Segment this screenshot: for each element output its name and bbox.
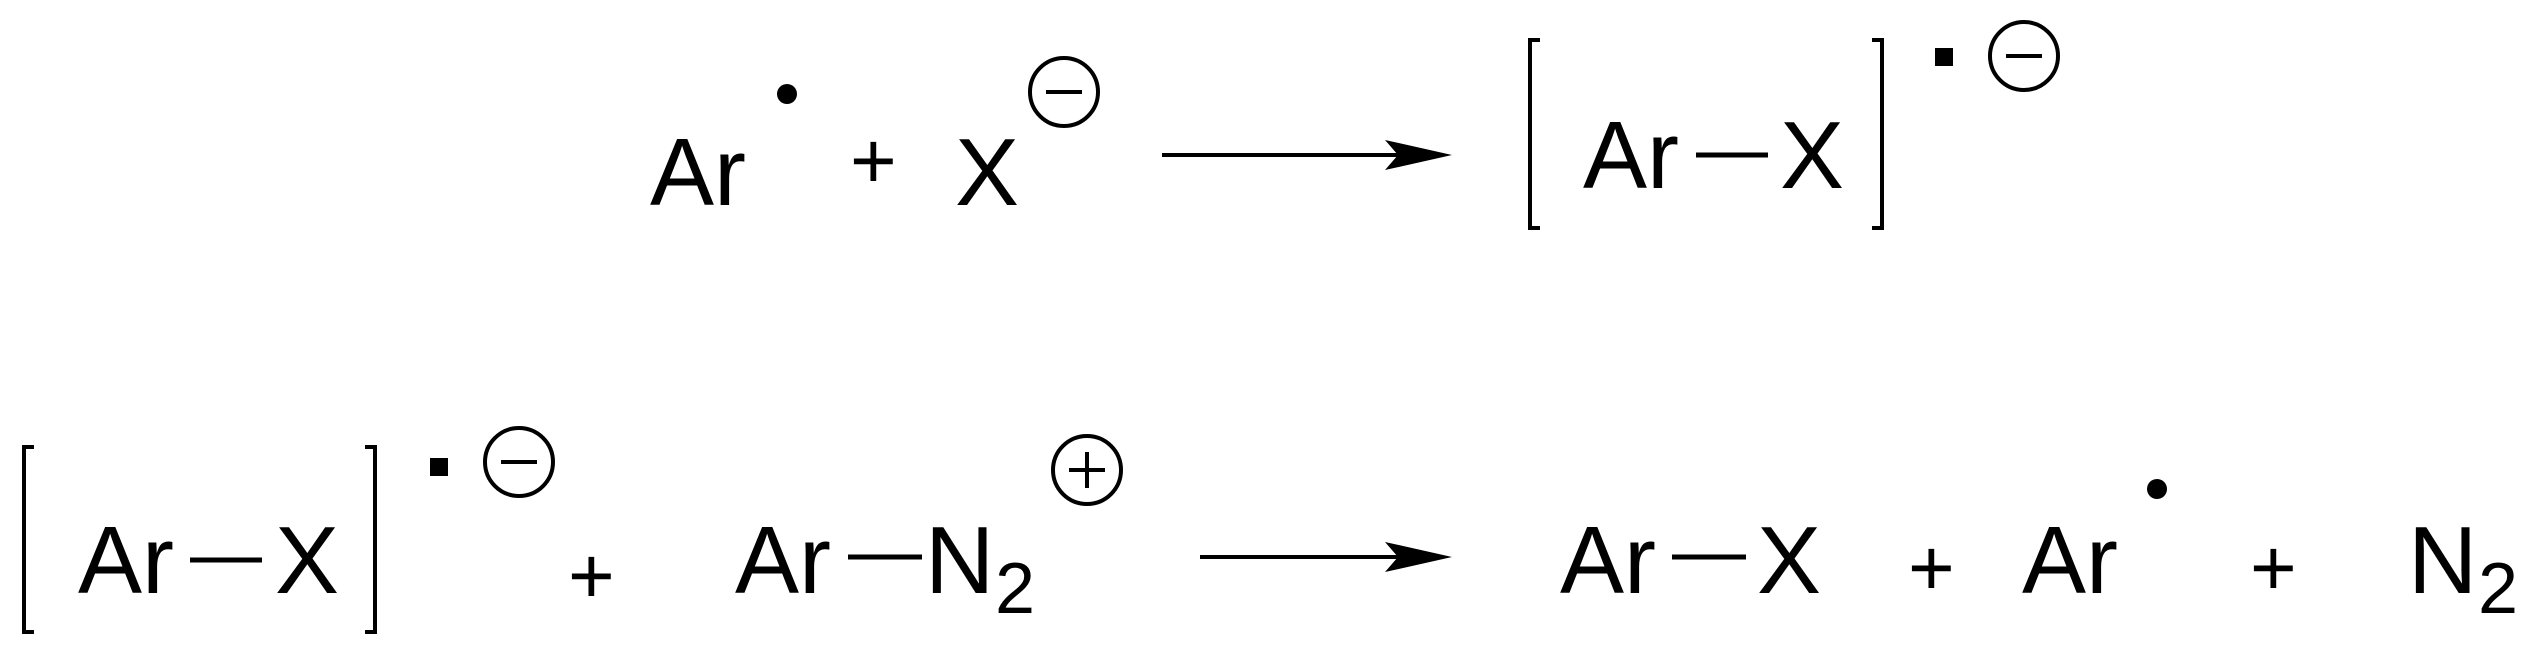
negative-charge-icon [1988, 20, 2060, 92]
radical-square-icon [430, 458, 448, 476]
x-label: X [955, 119, 1019, 226]
ar-label: Ar [735, 507, 831, 614]
ar-label: Ar [1583, 102, 1679, 209]
aryl-diazonium: Ar N 2 [735, 434, 1123, 629]
plus-sign: + [1908, 523, 1955, 612]
ar-label: Ar [78, 507, 174, 614]
aryl-halide: Ar X [1560, 507, 1821, 614]
right-bracket [365, 445, 377, 634]
reaction-arrow-icon [1200, 542, 1452, 572]
subscript-2: 2 [995, 549, 1035, 629]
right-bracket [1872, 38, 1884, 230]
negative-charge-icon [1028, 56, 1100, 128]
plus-sign: + [568, 531, 615, 620]
plus-sign: + [850, 116, 897, 205]
x-label: X [1757, 507, 1821, 614]
radical-square-icon [1935, 48, 1953, 66]
x-label: X [275, 507, 339, 614]
plus-sign: + [2250, 523, 2297, 612]
radical-dot-icon [777, 84, 797, 104]
ar-label: Ar [650, 119, 746, 226]
reaction-arrow-icon [1162, 140, 1452, 170]
negative-charge-icon [483, 426, 555, 498]
radical-dot-icon [2147, 479, 2167, 499]
positive-charge-icon [1051, 434, 1123, 506]
radical-anion-complex: Ar X [22, 426, 555, 634]
subscript-2: 2 [2478, 549, 2518, 629]
left-bracket [22, 445, 34, 634]
ar-label: Ar [1560, 507, 1656, 614]
reaction-1: Ar + X Ar X [650, 20, 2060, 230]
reaction-2: Ar X + Ar N 2 [22, 426, 2518, 634]
radical-anion-complex: Ar X [1528, 20, 2060, 230]
left-bracket [1528, 38, 1540, 230]
n-label: N [2408, 507, 2477, 614]
x-label: X [1780, 102, 1844, 209]
n-label: N [925, 507, 994, 614]
ar-label: Ar [2022, 507, 2118, 614]
